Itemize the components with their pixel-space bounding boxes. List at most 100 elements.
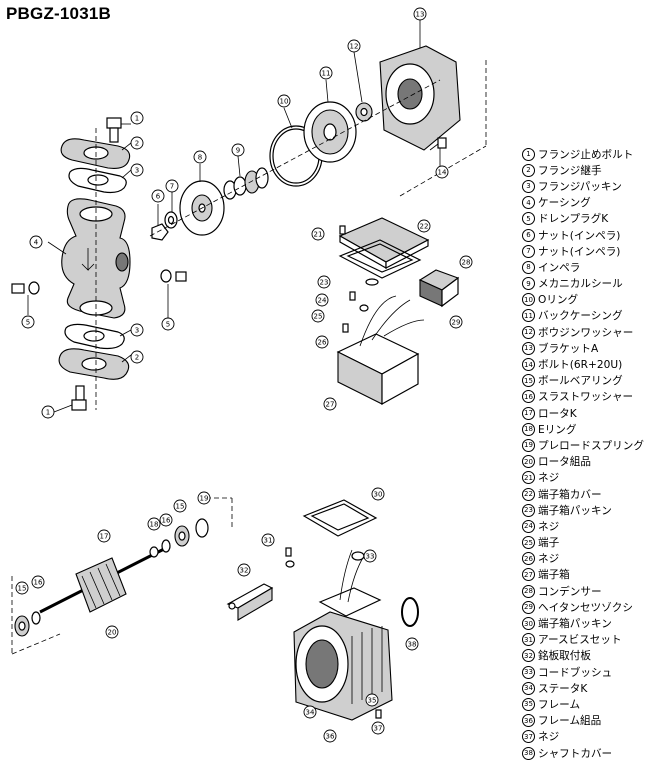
legend-part-name: ネジ (538, 520, 560, 533)
legend-number-badge: 9 (522, 277, 535, 291)
callout-number: 1 (46, 409, 50, 417)
callout-circle (311, 309, 325, 323)
callout-number: 35 (368, 697, 377, 705)
callout-circle (173, 499, 187, 513)
callout-marker: 26 (315, 335, 329, 349)
impeller-nut-6 (151, 223, 169, 241)
callout-marker: 27 (323, 397, 337, 411)
callout-number: 17 (100, 533, 109, 541)
callout-marker: 2 (130, 136, 144, 150)
legend-part-name: ロータK (538, 407, 577, 420)
callout-number: 8 (198, 154, 202, 162)
callout-marker: 34 (303, 705, 317, 719)
legend-number-badge: 12 (522, 325, 535, 339)
callout-circle (311, 227, 325, 241)
callout-circle (29, 235, 43, 249)
callout-circle (147, 517, 161, 531)
callout-circle (405, 637, 419, 651)
legend-part-name: ブラケットA (538, 342, 599, 355)
legend-part-name: フランジ継手 (538, 164, 602, 177)
legend-part-name: ロータ組品 (538, 456, 591, 469)
legend-number-badge: 35 (522, 697, 535, 711)
callout-circle (363, 549, 377, 563)
legend-number-badge: 15 (522, 374, 535, 388)
callout-circle (97, 529, 111, 543)
legend-number-badge: 37 (522, 730, 535, 744)
callout-number: 7 (170, 183, 174, 191)
callout-circle (347, 39, 361, 53)
callout-marker: 31 (261, 533, 275, 547)
legend-number-badge: 38 (522, 746, 535, 760)
callout-circle (41, 405, 55, 419)
callout-marker: 1 (130, 111, 144, 125)
legend-part-name: ナット(インペラ) (538, 245, 621, 258)
callout-number: 4 (34, 239, 39, 247)
callout-circle (315, 293, 329, 307)
callout-marker: 12 (347, 39, 361, 53)
callout-number: 31 (264, 537, 273, 545)
callout-marker: 28 (459, 255, 473, 269)
callout-number: 33 (366, 553, 375, 561)
callout-circle (231, 143, 245, 157)
legend-part-name: インペラ (538, 261, 581, 274)
callout-marker: 17 (97, 529, 111, 543)
callout-circle (161, 317, 175, 331)
callout-marker: 20 (105, 625, 119, 639)
legend-number-badge: 6 (522, 228, 535, 242)
callout-number: 18 (150, 521, 159, 529)
callout-marker: 8 (193, 150, 207, 164)
callout-marker: 13 (413, 7, 427, 21)
callout-number: 38 (408, 641, 417, 649)
terminal-box (336, 295, 425, 406)
callout-number: 30 (374, 491, 383, 499)
legend-part-name: フランジパッキン (538, 180, 622, 193)
legend-part-name: ステータK (538, 682, 588, 695)
callout-circle (197, 491, 211, 505)
legend-number-badge: 4 (522, 196, 535, 210)
callout-circle (459, 255, 473, 269)
flange-packing-top (68, 167, 127, 194)
callout-circle (449, 315, 463, 329)
legend-part-name: ケーシング (538, 197, 591, 210)
callout-number: 5 (166, 321, 170, 329)
callout-number: 1 (135, 115, 139, 123)
callout-circle (371, 721, 385, 735)
legend-part-name: 端子箱 (538, 569, 570, 582)
callout-number: 20 (108, 629, 117, 637)
legend-number-badge: 23 (522, 503, 535, 517)
legend-number-badge: 31 (522, 633, 535, 647)
frame-assembly (293, 549, 393, 721)
callout-marker: 29 (449, 315, 463, 329)
legend-number-badge: 34 (522, 681, 535, 695)
callout-circle (165, 179, 179, 193)
legend-number-badge: 10 (522, 293, 535, 307)
callout-marker: 30 (371, 487, 385, 501)
legend-number-badge: 20 (522, 455, 535, 469)
terminal-box-packing-lower (302, 499, 378, 537)
legend-part-name: アースビスセット (538, 634, 622, 647)
callout-circle (130, 323, 144, 337)
callout-number: 23 (320, 279, 329, 287)
callout-marker: 16 (159, 513, 173, 527)
callout-number: 16 (162, 517, 171, 525)
callout-number: 34 (306, 709, 315, 717)
legend-part-name: コンデンサー (538, 585, 602, 598)
legend-part-name: フランジ止めボルト (538, 148, 634, 161)
